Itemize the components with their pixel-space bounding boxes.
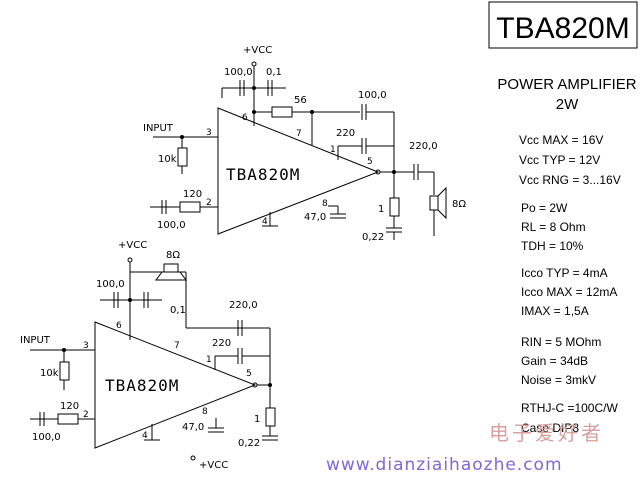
pin-3-top: 3 [206, 128, 212, 138]
title-box [488, 1, 638, 49]
circuit-bottom: TBA820M +VCC 8Ω 100,0 0,1 220,0 220 [20, 240, 278, 471]
amp-triangle-top [217, 107, 380, 235]
vcc-label-top: +VCC [243, 45, 272, 56]
pin-5-bottom: 5 [246, 369, 252, 379]
pin-5-top: 5 [367, 157, 373, 167]
input-label-top: INPUT [143, 123, 174, 134]
page-title: TBA820M [496, 12, 629, 45]
vcc-terminal-top [251, 61, 257, 67]
res-1-top: 1 [378, 204, 384, 215]
res-1-bottom: 1 [254, 414, 260, 425]
spec-po: Po = 2W [521, 201, 568, 215]
spec-vcc-max: Vcc MAX = 16V [519, 133, 603, 147]
vcc-bottom-label: +VCC [199, 460, 228, 471]
pin-4-bottom: 4 [142, 431, 148, 441]
pin-6-bottom: 6 [116, 321, 122, 331]
cap-470-bottom: 47,0 [182, 422, 204, 433]
res-120-bottom: 120 [60, 401, 79, 412]
spec-icco-max: Icco MAX = 12mA [521, 285, 617, 299]
spec-vcc-typ: Vcc TYP = 12V [519, 153, 600, 167]
pin-4-top: 4 [262, 217, 268, 227]
amp-triangle-bottom [94, 321, 257, 449]
pin-8-top: 8 [322, 199, 328, 209]
chip-label-bottom: TBA820M [105, 376, 179, 395]
cap-100c-top: 100,0 [157, 220, 186, 231]
spec-gain: Gain = 34dB [521, 354, 588, 368]
res-120-top: 120 [183, 189, 202, 200]
cap-100b-top: 100,0 [358, 90, 387, 101]
pin-1-bottom: 1 [206, 355, 212, 365]
cap-2200-top: 220,0 [409, 141, 438, 152]
res-10k-bottom: 10k [40, 368, 59, 379]
res-10k-top: 10k [158, 154, 177, 165]
pin-3-bottom: 3 [83, 341, 89, 351]
spec-heading-line2: 2W [556, 96, 579, 113]
input-label-bottom: INPUT [20, 335, 51, 346]
circuit-top: TBA820M +VCC 100,0 0,1 56 100,0 [143, 45, 466, 243]
spec-list: POWER AMPLIFIER 2W Vcc MAX = 16V Vcc TYP… [497, 76, 636, 435]
cap-100-bottom: 100,0 [96, 279, 125, 290]
cap-2200-bottom: 220,0 [229, 300, 258, 311]
cap-022-bottom: 0,22 [238, 438, 260, 449]
watermark-url: www.dianziaihaozhe.com [326, 455, 563, 475]
cap-022-top: 0,22 [362, 232, 384, 243]
spec-case: Case DIP8 [521, 421, 579, 435]
watermark-chinese: 电子爱好者 [489, 421, 604, 445]
spec-rthj: RTHJ-C =100C/W [521, 401, 618, 415]
cap-01-top: 0,1 [266, 67, 282, 78]
pin-6-top: 6 [242, 113, 248, 123]
spec-icco-typ: Icco TYP = 4mA [521, 266, 608, 280]
cap-100-top: 100,0 [224, 67, 253, 78]
spec-heading-line1: POWER AMPLIFIER [497, 76, 636, 93]
pin-7-top: 7 [296, 129, 302, 139]
spec-vcc-rng: Vcc RNG = 3...16V [519, 173, 621, 187]
speaker-label-top: 8Ω [452, 199, 466, 210]
cap-220-top: 220 [336, 128, 355, 139]
pin-2-top: 2 [206, 198, 212, 208]
cap-470-top: 47,0 [304, 212, 326, 223]
spec-rin: RIN = 5 MOhm [521, 335, 601, 349]
spec-tdh: TDH = 10% [521, 239, 584, 253]
pin-8-bottom: 8 [202, 407, 208, 417]
spec-noise: Noise = 3mkV [521, 373, 596, 387]
cap-220-bottom: 220 [212, 338, 231, 349]
res-56-top: 56 [294, 95, 307, 106]
speaker-icon-top [429, 195, 439, 211]
pin-7-bottom: 7 [174, 341, 180, 351]
speaker-icon-bottom [163, 263, 179, 273]
spec-imax: IMAX = 1,5A [521, 304, 589, 318]
vcc-label-bottom: +VCC [118, 240, 147, 251]
pin-2-bottom: 2 [83, 410, 89, 420]
pin-1-top: 1 [330, 145, 336, 155]
speaker-label-bottom: 8Ω [166, 250, 180, 261]
cap-100c-bottom: 100,0 [32, 432, 61, 443]
chip-label-top: TBA820M [226, 165, 300, 184]
spec-rl: RL = 8 Ohm [521, 220, 586, 234]
cap-01-bottom: 0,1 [170, 305, 186, 316]
